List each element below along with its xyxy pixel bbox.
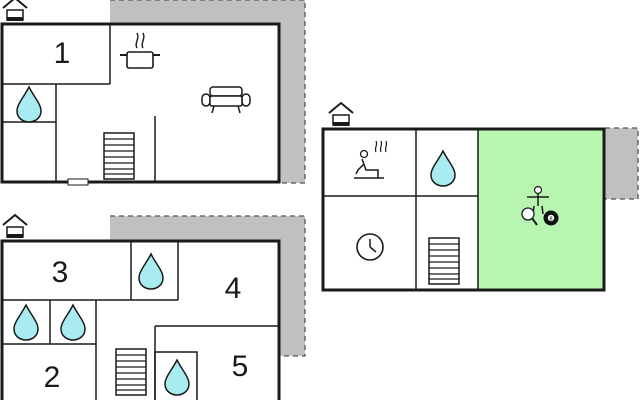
room-number-4: 4 <box>225 272 242 305</box>
stairs-icon <box>428 237 460 285</box>
water-drop-icon <box>430 150 456 187</box>
floor-bottom-left: 3 4 2 5 <box>0 214 306 400</box>
stairs-icon <box>115 348 147 396</box>
terrace-outline-right <box>605 127 639 200</box>
terrace-outline-top-left <box>110 0 306 184</box>
wall <box>154 351 198 400</box>
billiard-ball-number: 8 <box>549 216 553 222</box>
room-number-5: 5 <box>232 350 249 383</box>
clock-icon <box>356 233 384 261</box>
table-tennis-icon <box>521 207 538 226</box>
building-right <box>321 127 606 292</box>
sauna-icon <box>354 140 388 179</box>
terrace-outline-bottom-left <box>110 215 306 357</box>
door <box>67 178 89 186</box>
floor-right: 8 <box>321 102 639 292</box>
kitchen-pot-icon <box>120 32 160 69</box>
floor-top-left: 1 <box>0 0 306 186</box>
room-number-3: 3 <box>52 256 69 289</box>
sofa-icon <box>201 86 251 114</box>
activity-room <box>478 129 604 290</box>
table-football-icon <box>527 185 549 215</box>
terrace-right <box>605 128 638 199</box>
house-icon <box>328 102 354 127</box>
room-number-2: 2 <box>44 361 61 394</box>
billiard-ball-icon: 8 <box>543 210 559 226</box>
stairs-icon <box>103 132 135 180</box>
house-icon <box>2 214 28 239</box>
house-icon <box>2 0 28 22</box>
room-number-1: 1 <box>54 37 71 70</box>
